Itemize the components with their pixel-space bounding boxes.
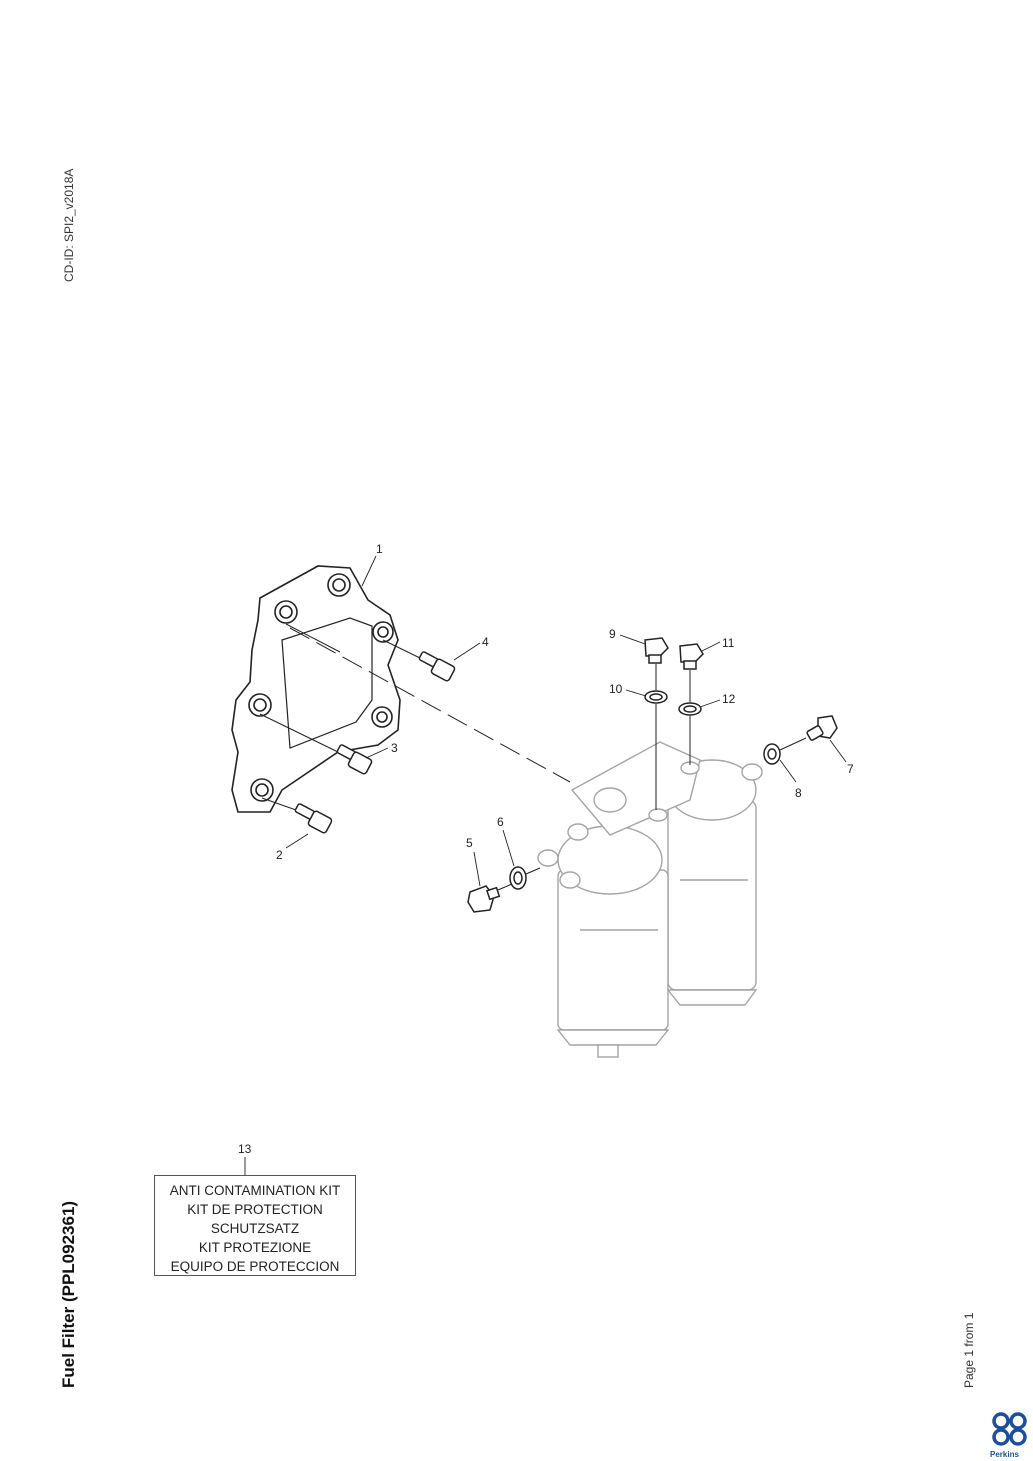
callout-labels: 1 2 3 4 5 6 7 8 9 10 11 12: [276, 542, 854, 862]
plug-axes: [655, 664, 691, 810]
perkins-logo-icon: [992, 1412, 1027, 1446]
fuel-filter-housing: [537, 741, 763, 1058]
callout-8: 8: [795, 786, 802, 800]
callout-6: 6: [497, 815, 504, 829]
mounting-bracket: [231, 565, 401, 813]
callout-10: 10: [609, 682, 623, 696]
kit-line-de: SCHUTZSATZ: [210, 1221, 300, 1236]
washer-12: [678, 702, 702, 716]
callout-3: 3: [391, 741, 398, 755]
kit-line-es: EQUIPO DE PROTECCION: [170, 1259, 340, 1274]
washer-8: [763, 743, 781, 765]
bolt-2: [294, 803, 333, 834]
leader-lines: [285, 555, 847, 887]
bolt-7: [806, 715, 838, 741]
alignment-lines: [259, 623, 571, 811]
callout-2: 2: [276, 848, 283, 862]
callout-5: 5: [466, 836, 473, 850]
kit-line-fr: KIT DE PROTECTION: [187, 1202, 323, 1217]
callout-7: 7: [847, 762, 854, 776]
plug-9: [644, 637, 669, 664]
washer-6: [509, 866, 527, 890]
anti-contamination-kit-box: ANTI CONTAMINATION KIT KIT DE PROTECTION…: [154, 1175, 356, 1276]
bolt-3: [336, 744, 373, 775]
vent-plugs: [644, 637, 704, 716]
kit-line-en: ANTI CONTAMINATION KIT: [169, 1183, 341, 1198]
bracket-bolts: [294, 651, 456, 834]
callout-13: 13: [238, 1142, 252, 1156]
drain-axes: [497, 737, 807, 891]
bolt-4: [418, 651, 456, 682]
perkins-brand-text: Perkins: [990, 1450, 1019, 1459]
callout-1: 1: [376, 542, 383, 556]
callout-11: 11: [722, 636, 735, 650]
washer-10: [644, 690, 668, 704]
callout-9: 9: [609, 627, 616, 641]
callout-4: 4: [482, 635, 489, 649]
callout-12: 12: [722, 692, 736, 706]
plug-11: [679, 643, 704, 670]
drain-parts: [467, 715, 838, 913]
drain-plug-5: [467, 885, 501, 913]
kit-line-it: KIT PROTEZIONE: [198, 1240, 312, 1255]
